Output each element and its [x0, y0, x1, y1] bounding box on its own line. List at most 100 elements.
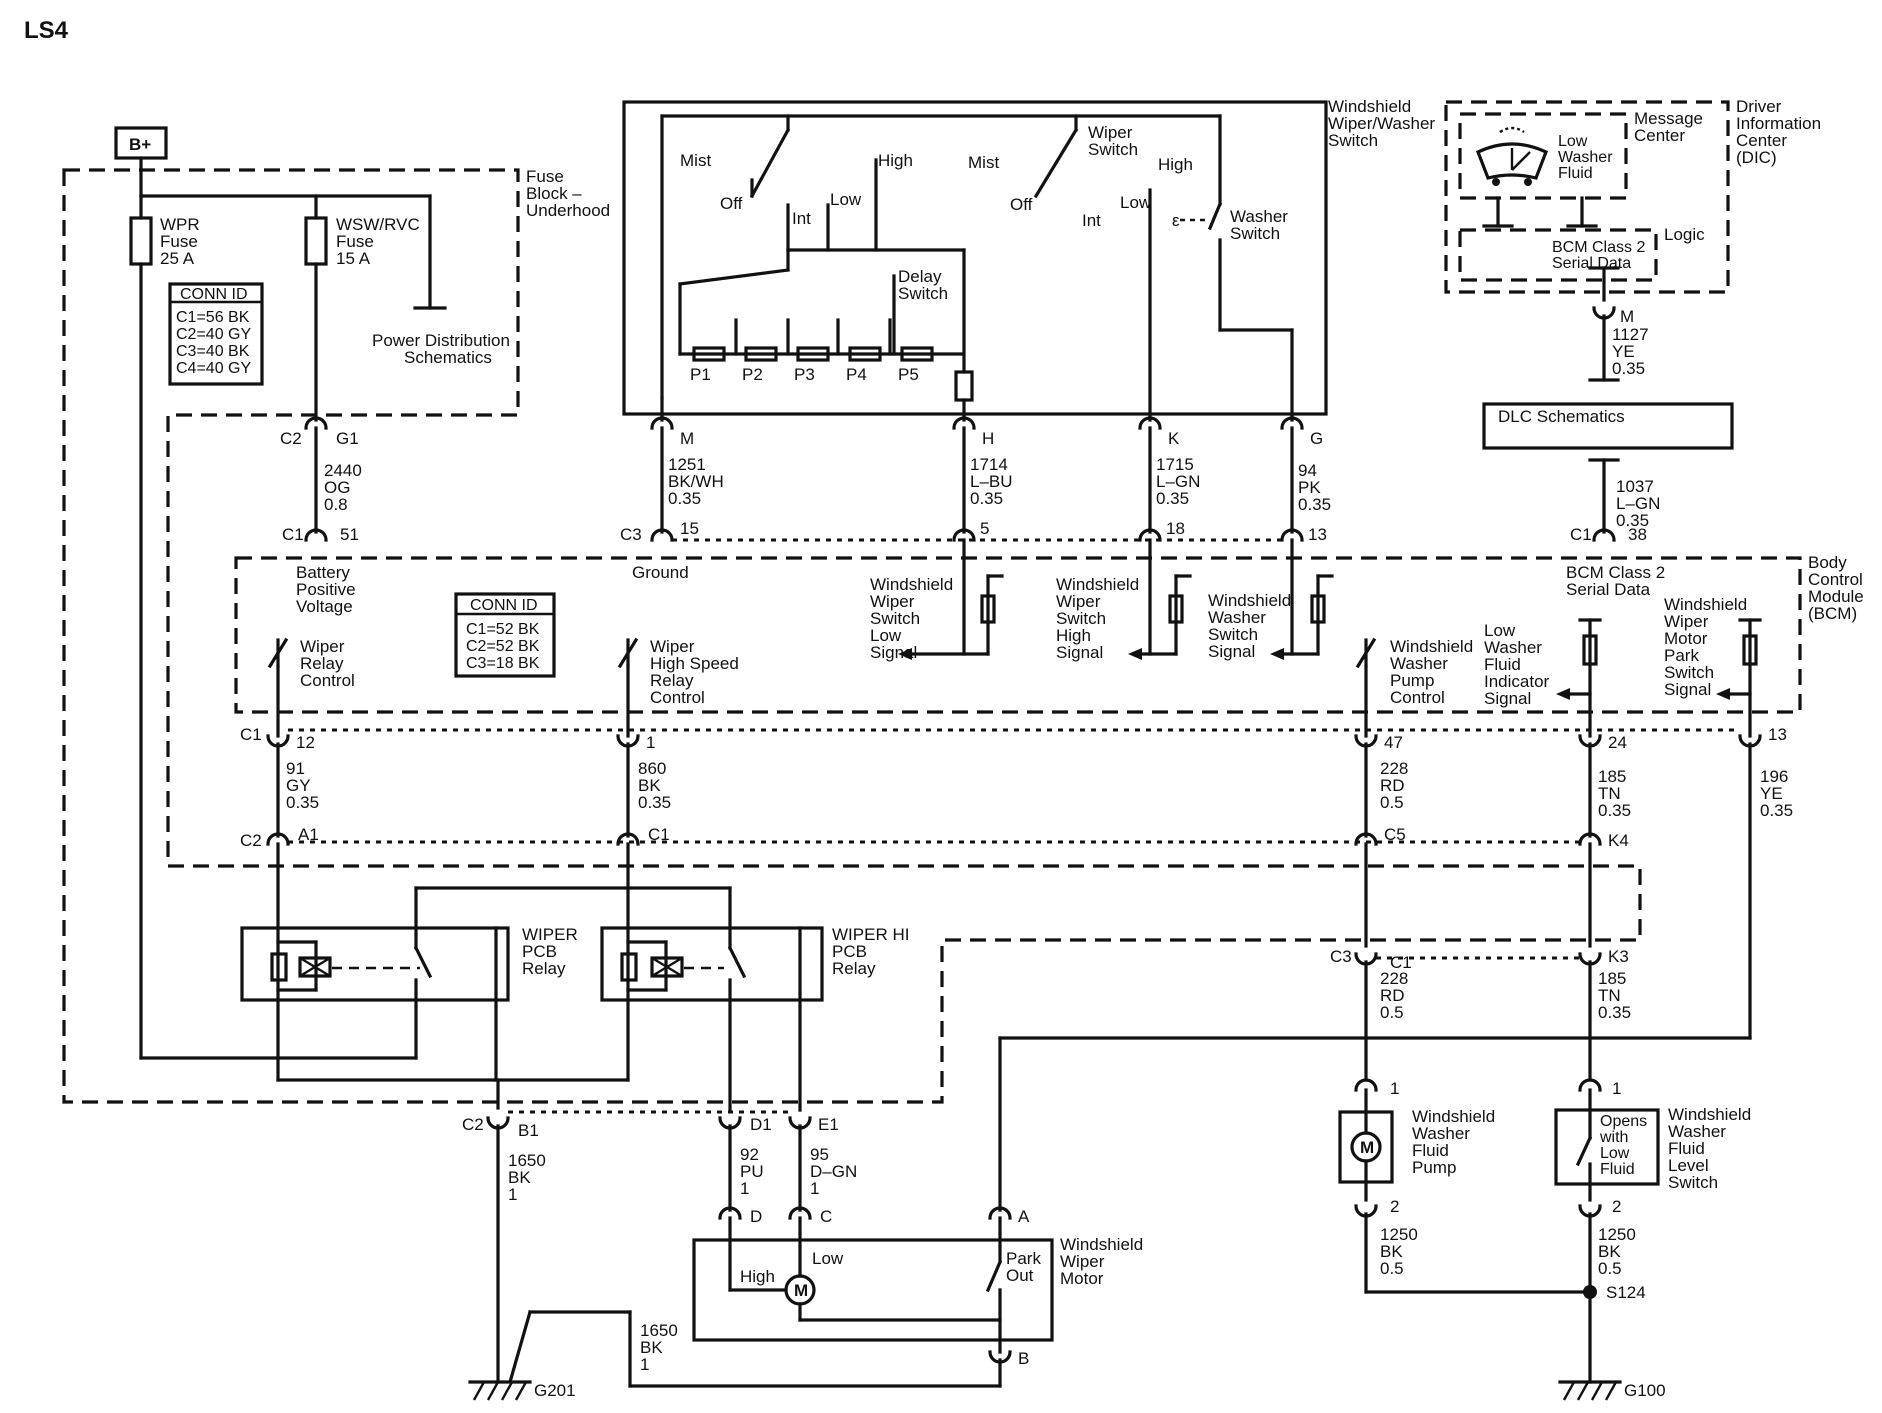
svg-text:1650: 1650 — [508, 1151, 546, 1170]
svg-text:Body: Body — [1808, 553, 1847, 572]
svg-text:Message: Message — [1634, 109, 1703, 128]
svg-text:Park: Park — [1006, 1249, 1041, 1268]
svg-text:C1: C1 — [240, 725, 262, 744]
svg-text:0.35: 0.35 — [1156, 489, 1189, 508]
svg-text:47: 47 — [1384, 733, 1403, 752]
svg-text:GY: GY — [286, 776, 311, 795]
svg-text:High: High — [740, 1267, 775, 1286]
fuse-wpr-label: WPR Fuse 25 A — [160, 215, 200, 268]
fuse-block-label: Fuse Block – Underhood — [526, 167, 610, 220]
svg-text:C3=40 BK: C3=40 BK — [176, 343, 250, 360]
svg-text:A: A — [1018, 1207, 1030, 1226]
dlc-schematics-box — [1482, 402, 1734, 450]
svg-text:CONN ID: CONN ID — [180, 286, 248, 303]
svg-text:2: 2 — [1612, 1197, 1621, 1216]
svg-text:1: 1 — [1612, 1079, 1621, 1098]
svg-text:1250: 1250 — [1598, 1225, 1636, 1244]
svg-text:C3: C3 — [620, 525, 642, 544]
svg-text:WPR: WPR — [160, 215, 200, 234]
svg-text:2: 2 — [1390, 1197, 1399, 1216]
svg-text:CONN ID: CONN ID — [470, 597, 538, 614]
svg-text:Wiper: Wiper — [1060, 1252, 1105, 1271]
svg-text:0.35: 0.35 — [286, 793, 319, 812]
svg-text:Windshield: Windshield — [1664, 595, 1747, 614]
svg-text:C1: C1 — [1570, 525, 1592, 544]
c3-connectors: C3 C1 K3 228 RD 0.5 185 TN 0.35 — [1330, 947, 1631, 1082]
svg-text:Center: Center — [1634, 126, 1685, 145]
svg-text:M: M — [680, 429, 694, 448]
ground-label: Ground — [632, 563, 689, 582]
svg-text:Indicator: Indicator — [1484, 672, 1550, 691]
ws-high-signal: Windshield Wiper Switch High Signal — [1056, 574, 1192, 662]
svg-text:K: K — [1168, 429, 1180, 448]
park-switch-signal: Windshield Wiper Motor Park Switch Signa… — [1664, 595, 1762, 738]
svg-text:Opens: Opens — [1600, 1113, 1647, 1130]
bcm-outline — [234, 556, 1802, 714]
svg-text:YE: YE — [1612, 342, 1635, 361]
svg-text:E1: E1 — [818, 1115, 839, 1134]
battery-positive-voltage-label: Battery Positive Voltage — [296, 563, 356, 616]
battery-terminal: B+ — [114, 126, 168, 160]
svg-text:Signal: Signal — [870, 643, 917, 662]
svg-text:Washer: Washer — [1230, 207, 1288, 226]
c2-connectors: C2 A1 C1 C5 K4 — [240, 825, 1629, 948]
svg-text:(DIC): (DIC) — [1736, 148, 1777, 167]
svg-text:G: G — [1310, 429, 1323, 448]
svg-text:C2=52 BK: C2=52 BK — [466, 638, 540, 655]
svg-text:13: 13 — [1768, 725, 1787, 744]
svg-text:15 A: 15 A — [336, 249, 371, 268]
bcm-label: Body Control Module (BCM) — [1808, 553, 1864, 623]
low-washer-fluid-label: Low Washer Fluid — [1558, 133, 1613, 182]
svg-text:C: C — [820, 1207, 832, 1226]
message-center-label: Message Center — [1634, 109, 1703, 145]
svg-text:12: 12 — [296, 733, 315, 752]
svg-text:C2=40 GY: C2=40 GY — [176, 326, 251, 343]
fuse-wpr-icon — [129, 216, 153, 266]
svg-text:Power Distribution: Power Distribution — [372, 331, 510, 350]
svg-text:WSW/RVC: WSW/RVC — [336, 215, 420, 234]
svg-text:Wiper: Wiper — [1088, 123, 1133, 142]
svg-text:Relay: Relay — [832, 959, 876, 978]
svg-text:Signal: Signal — [1664, 680, 1711, 699]
svg-text:92: 92 — [740, 1145, 759, 1164]
svg-text:18: 18 — [1166, 519, 1185, 538]
svg-text:0.35: 0.35 — [1598, 801, 1631, 820]
svg-text:C2: C2 — [462, 1115, 484, 1134]
svg-text:Center: Center — [1736, 131, 1787, 150]
pump-control: Windshield Washer Pump Control — [1355, 637, 1473, 738]
svg-text:WIPER HI: WIPER HI — [832, 925, 909, 944]
svg-text:Schematics: Schematics — [404, 348, 492, 367]
svg-text:0.35: 0.35 — [1616, 511, 1649, 530]
svg-text:Washer: Washer — [1412, 1124, 1470, 1143]
svg-text:RD: RD — [1380, 986, 1405, 1005]
svg-text:185: 185 — [1598, 969, 1626, 988]
svg-text:BK: BK — [640, 1338, 663, 1357]
svg-text:Washer: Washer — [1208, 608, 1266, 627]
svg-text:D–GN: D–GN — [810, 1162, 857, 1181]
svg-text:B1: B1 — [518, 1121, 539, 1140]
svg-text:0.35: 0.35 — [1760, 801, 1793, 820]
svg-text:1: 1 — [740, 1179, 749, 1198]
svg-text:0.35: 0.35 — [638, 793, 671, 812]
svg-text:Low: Low — [1600, 1145, 1630, 1162]
svg-text:Out: Out — [1006, 1266, 1034, 1285]
switch-left-positions: Mist Off Int Low High — [680, 151, 913, 228]
svg-text:1251: 1251 — [668, 455, 706, 474]
wiper-motor: D C A M High Low Park Out Windshield Wip… — [508, 1206, 1143, 1388]
svg-text:Windshield: Windshield — [1208, 591, 1291, 610]
svg-text:C1: C1 — [648, 825, 670, 844]
svg-text:0.35: 0.35 — [970, 489, 1003, 508]
svg-text:196: 196 — [1760, 767, 1788, 786]
svg-text:Switch: Switch — [898, 284, 948, 303]
svg-text:228: 228 — [1380, 969, 1408, 988]
svg-text:P1: P1 — [690, 365, 711, 384]
svg-text:Switch: Switch — [1328, 131, 1378, 150]
svg-text:TN: TN — [1598, 986, 1621, 1005]
svg-text:PK: PK — [1298, 478, 1321, 497]
svg-text:Control: Control — [300, 671, 355, 690]
svg-text:WIPER: WIPER — [522, 925, 578, 944]
svg-text:PCB: PCB — [832, 942, 867, 961]
svg-text:BK: BK — [1598, 1242, 1621, 1261]
svg-text:Control: Control — [1808, 570, 1863, 589]
svg-text:Fuse: Fuse — [336, 232, 374, 251]
